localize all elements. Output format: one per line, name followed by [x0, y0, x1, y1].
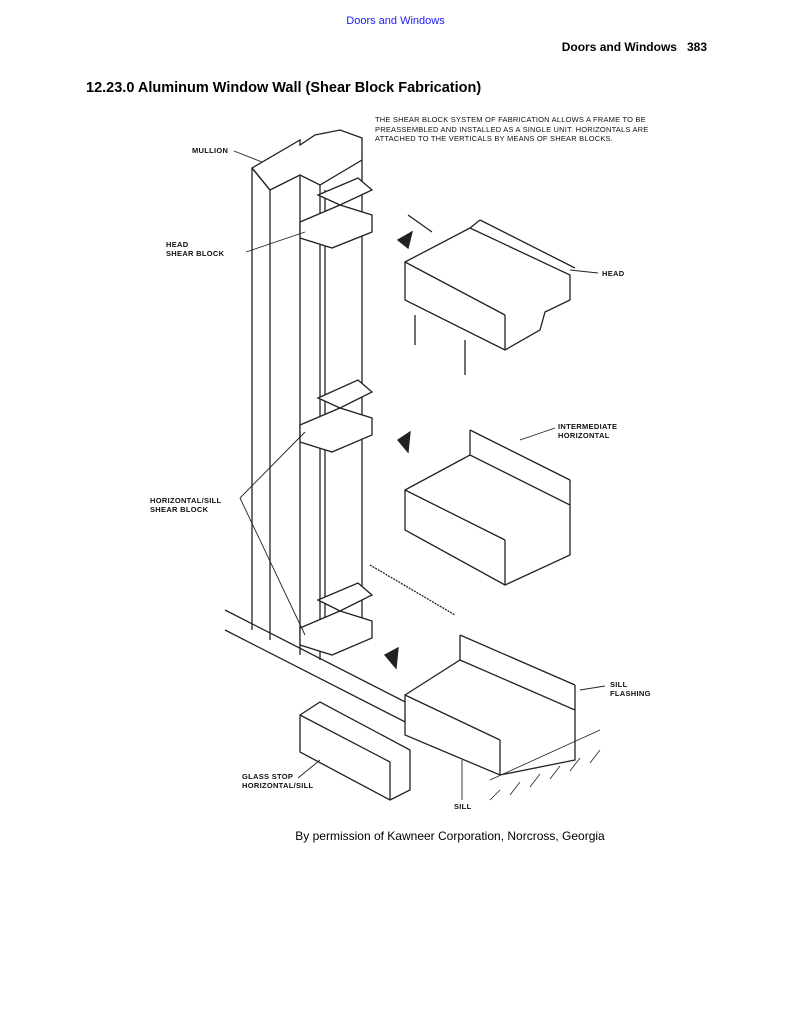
top-link[interactable]: Doors and Windows: [346, 15, 445, 27]
label-sill: SILL: [454, 802, 472, 811]
label-glass-stop: GLASS STOP HORIZONTAL/SILL: [242, 772, 314, 790]
running-header-section: Doors and Windows: [561, 40, 677, 54]
label-horizontal-sill-shear-block: HORIZONTAL/SILL SHEAR BLOCK: [150, 496, 222, 514]
figure-caption: By permission of Kawneer Corporation, No…: [295, 829, 605, 843]
label-head: HEAD: [602, 269, 625, 278]
section-title: 12.23.0 Aluminum Window Wall (Shear Bloc…: [86, 80, 482, 96]
label-sill-flashing: SILL FLASHING: [610, 680, 651, 698]
label-head-shear-block: HEAD SHEAR BLOCK: [166, 240, 225, 258]
running-header: Doors and Windows 383: [552, 40, 707, 54]
label-mullion: MULLION: [192, 146, 229, 155]
figure-intro-text: THE SHEAR BLOCK SYSTEM OF FABRICATION AL…: [375, 115, 649, 143]
page-number: 383: [686, 40, 707, 54]
label-intermediate-horizontal: INTERMEDIATE HORIZONTAL: [558, 422, 618, 440]
